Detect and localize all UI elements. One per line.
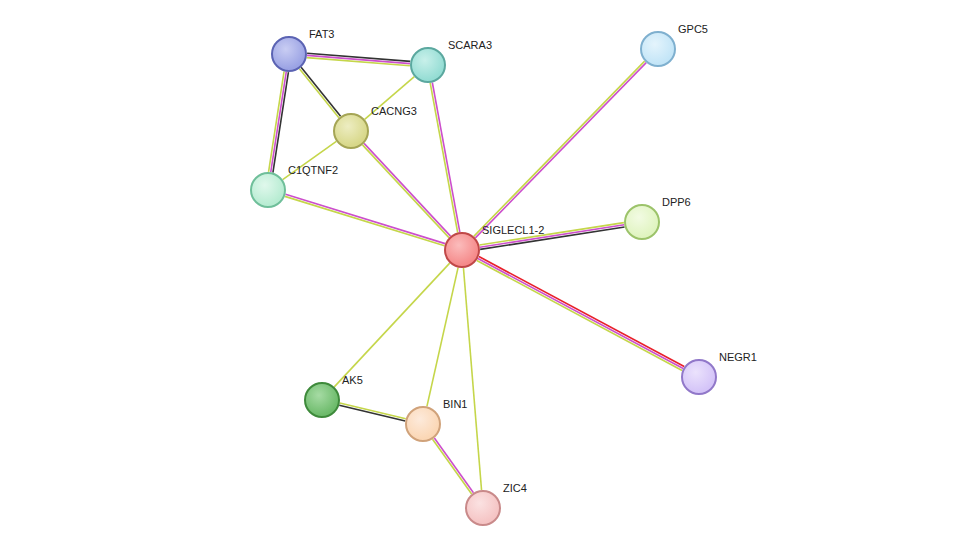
evidence-line	[273, 72, 289, 172]
node-label: BIN1	[443, 398, 467, 411]
evidence-line	[269, 71, 285, 171]
interaction-edge	[433, 438, 474, 494]
node-label: DPP6	[662, 196, 691, 209]
node-label: NEGR1	[719, 351, 757, 364]
interaction-edge	[479, 223, 624, 250]
evidence-line	[334, 263, 449, 387]
node-label: AK5	[342, 374, 363, 387]
interaction-edge	[339, 403, 405, 421]
evidence-line	[427, 268, 458, 407]
node-label: C1QTNF2	[288, 164, 338, 177]
node-label: CACNG3	[371, 105, 417, 118]
evidence-line	[474, 61, 645, 236]
evidence-line	[299, 69, 338, 118]
evidence-line	[271, 72, 287, 172]
evidence-line	[307, 58, 410, 66]
protein-node: FAT3	[271, 36, 307, 72]
interaction-edge	[430, 83, 460, 233]
evidence-line	[477, 260, 682, 370]
evidence-line	[478, 259, 683, 369]
interaction-edge	[362, 143, 450, 237]
interaction-edge	[463, 268, 481, 490]
evidence-line	[479, 257, 684, 367]
evidence-line	[480, 225, 624, 247]
evidence-line	[301, 67, 340, 116]
evidence-line	[286, 194, 446, 243]
protein-node: C1QTNF2	[250, 172, 286, 208]
node-label: GPC5	[678, 23, 708, 36]
protein-node: AK5	[304, 382, 340, 418]
interaction-edge	[474, 61, 646, 238]
evidence-line	[479, 223, 623, 245]
evidence-line	[463, 268, 481, 490]
interaction-edge	[334, 263, 449, 387]
interaction-edge	[477, 257, 684, 371]
evidence-line	[430, 83, 457, 233]
node-label: SIGLECL1-2	[482, 224, 544, 237]
evidence-line	[340, 403, 406, 419]
protein-node: SIGLECL1-2	[444, 232, 480, 268]
interaction-edge	[299, 67, 340, 117]
evidence-line	[339, 405, 405, 421]
protein-node: ZIC4	[465, 490, 501, 526]
protein-node: DPP6	[624, 204, 660, 240]
evidence-line	[434, 438, 473, 493]
interaction-edge	[285, 194, 445, 245]
evidence-line	[285, 196, 445, 245]
protein-node: BIN1	[405, 406, 441, 442]
evidence-line	[432, 83, 459, 233]
interaction-edge	[269, 71, 289, 172]
node-label: SCARA3	[448, 39, 492, 52]
protein-node: NEGR1	[681, 359, 717, 395]
evidence-line	[433, 439, 472, 494]
node-label: ZIC4	[503, 482, 527, 495]
protein-node: GPC5	[640, 31, 676, 67]
node-label: FAT3	[309, 28, 334, 41]
interaction-edge	[307, 53, 410, 66]
protein-node: SCARA3	[410, 47, 446, 83]
evidence-line	[475, 63, 646, 238]
interaction-edge	[427, 268, 458, 407]
protein-node: CACNG3	[333, 113, 369, 149]
